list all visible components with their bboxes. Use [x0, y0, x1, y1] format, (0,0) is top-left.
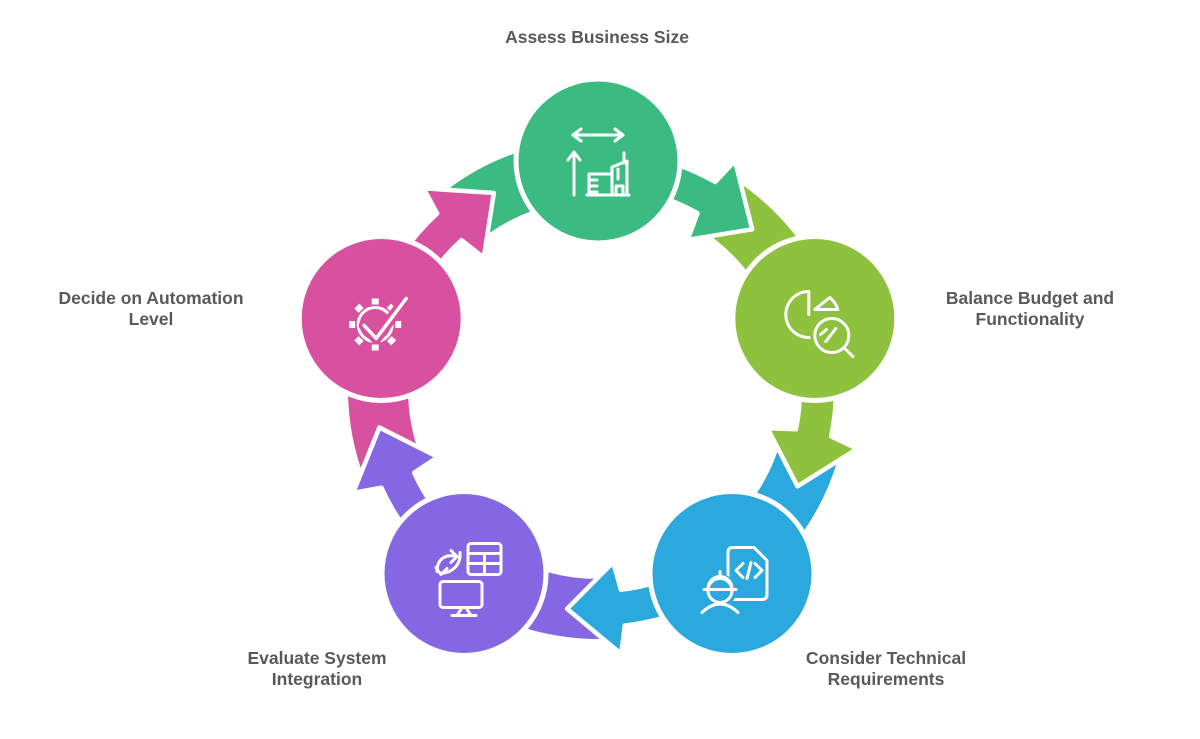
step-label-decide-automation-level: Decide on Automation Level [58, 288, 244, 329]
step-circle-0 [513, 76, 683, 246]
step-circle-1 [730, 234, 900, 403]
step-label-balance-budget-functionality: Balance Budget and Functionality [945, 288, 1115, 329]
step-label-consider-technical-requirements: Consider Technical Requirements [805, 648, 967, 689]
step-circle-2 [647, 489, 817, 658]
step-label-assess-business-size: Assess Business Size [505, 27, 689, 47]
step-circle-4 [296, 234, 466, 403]
step-circle-3 [379, 489, 549, 658]
step-label-evaluate-system-integration: Evaluate System Integration [247, 648, 387, 689]
